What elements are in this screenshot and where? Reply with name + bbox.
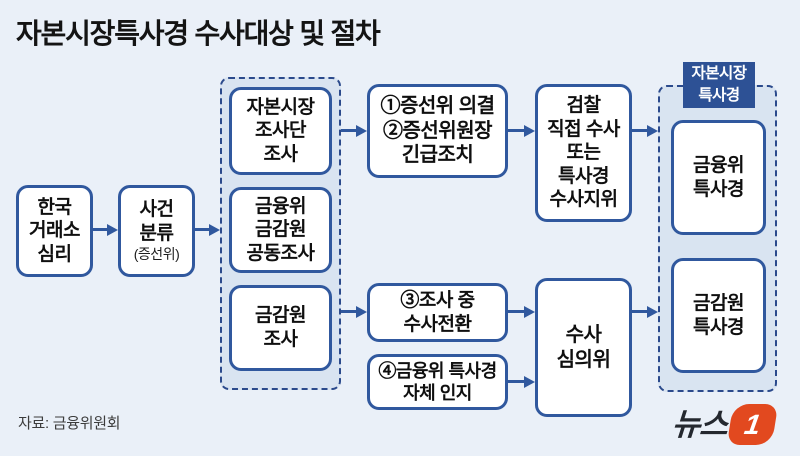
box-label: 한국 거래소 심리 <box>29 196 80 265</box>
arrow-exchange-to-classification <box>93 223 118 236</box>
box-label: 검찰 직접 수사 또는 특사경 수사지위 <box>547 95 620 211</box>
box-label: 금감원 특사경 <box>693 292 744 338</box>
badge-capital-market-sjp: 자본시장 특사경 <box>683 62 755 108</box>
box-investigation-deliberation-committee: 수사 심의위 <box>535 278 632 417</box>
arrow-classification-to-investigation-group <box>195 223 220 236</box>
box-fsc-sjp: 금융위 특사경 <box>671 120 766 235</box>
box-fss-sjp: 금감원 특사경 <box>671 258 766 373</box>
box-label: 사건 분류 <box>139 199 174 244</box>
arrow-case4-to-deliberation <box>508 375 535 388</box>
arrow-group-to-decision <box>341 124 367 137</box>
box-sfc-resolution-emergency-measure: ①증선위 의결 ②증선위원장 긴급조치 <box>367 84 508 178</box>
box-case-classification: 사건 분류 (증선위) <box>118 185 195 277</box>
arrow-prosecution-to-fsc-sjp <box>632 124 658 137</box>
box-label: ③조사 중 수사전환 <box>400 289 475 335</box>
news1-logo-one-icon: 1 <box>726 404 779 445</box>
box-label: ④금융위 특사경 자체 인지 <box>378 360 497 403</box>
arrow-deliberation-to-fss-sjp <box>632 305 658 318</box>
arrow-decision-to-prosecution <box>508 124 535 137</box>
box-label: 자본시장 조사단 조사 <box>246 96 315 165</box>
box-label: 금융위 특사경 <box>693 154 744 200</box>
box-label: 금융위 금감원 공동조사 <box>246 195 315 264</box>
news1-logo: 뉴스 1 <box>670 404 779 445</box>
source-credit: 자료: 금융위원회 <box>18 415 121 432</box>
page-title: 자본시장특사경 수사대상 및 절차 <box>16 18 381 49</box>
investigation-group-container: 자본시장 조사단 조사 금융위 금감원 공동조사 금감원 조사 <box>220 77 341 390</box>
box-fsc-fss-joint-investigation: 금융위 금감원 공동조사 <box>229 187 332 273</box>
box-sublabel: (증선위) <box>133 246 180 263</box>
box-conversion-to-investigation: ③조사 중 수사전환 <box>367 283 508 342</box>
box-label: ①증선위 의결 ②증선위원장 긴급조치 <box>380 94 495 167</box>
box-label: 수사 심의위 <box>556 323 611 371</box>
box-fss-investigation: 금감원 조사 <box>229 285 332 371</box>
news1-logo-text: 뉴스 <box>670 407 729 442</box>
sjp-group-container: 금융위 특사경 금감원 특사경 <box>658 85 777 392</box>
arrow-group-to-case3 <box>341 305 367 318</box>
box-capital-market-investigation-unit: 자본시장 조사단 조사 <box>229 87 332 175</box>
box-fsc-sjp-self-recognition: ④금융위 특사경 자체 인지 <box>367 354 508 410</box>
box-label: 금감원 조사 <box>255 305 306 350</box>
box-prosecution-direct-or-sjp: 검찰 직접 수사 또는 특사경 수사지위 <box>535 84 632 222</box>
box-korea-exchange-review: 한국 거래소 심리 <box>16 185 93 277</box>
arrow-case3-to-deliberation <box>508 305 535 318</box>
